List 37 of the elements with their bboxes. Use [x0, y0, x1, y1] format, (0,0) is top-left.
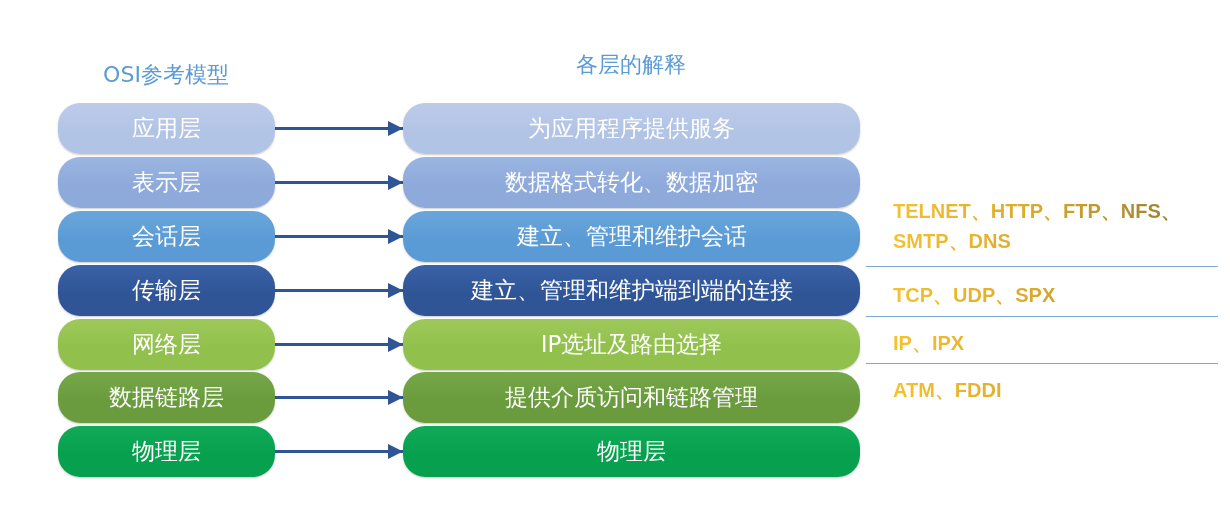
- layer-description: 建立、管理和维护端到端的连接: [470, 276, 793, 305]
- layer-box: [403, 265, 860, 316]
- layer-description: 数据格式转化、数据加密: [505, 168, 758, 197]
- arrow: [275, 337, 403, 352]
- layer-description: 建立、管理和维护会话: [516, 222, 747, 251]
- arrow: [275, 283, 403, 298]
- arrow: [275, 444, 403, 459]
- layer-description: 物理层: [597, 437, 666, 466]
- layer-name: 会话层: [132, 222, 201, 251]
- layer-box: [403, 426, 860, 477]
- layer-box: [403, 103, 860, 154]
- layer-box: [403, 211, 860, 262]
- layer-description: 为应用程序提供服务: [528, 114, 735, 143]
- layer-box: [403, 372, 860, 423]
- layer-name: 网络层: [132, 330, 201, 359]
- column-heading: 各层的解释: [575, 51, 687, 79]
- layer-name: 传输层: [132, 276, 201, 305]
- arrow: [275, 229, 403, 244]
- layer-name: 数据链路层: [109, 383, 224, 412]
- layer-description: 提供介质访问和链路管理: [505, 383, 758, 412]
- layer-name: 表示层: [132, 168, 201, 197]
- layer-box: [403, 319, 860, 370]
- layer-box: [58, 211, 275, 262]
- layer-description: IP选址及路由选择: [540, 330, 723, 359]
- layer-box: [58, 265, 275, 316]
- layer-box: [403, 157, 860, 208]
- layer-box: [58, 319, 275, 370]
- layer-box: [58, 157, 275, 208]
- layer-box: [58, 426, 275, 477]
- arrow: [275, 175, 403, 190]
- layer-name: 应用层: [132, 114, 201, 143]
- layer-name: 物理层: [132, 437, 201, 466]
- layer-box: [58, 372, 275, 423]
- arrow: [275, 390, 403, 405]
- arrow: [275, 121, 403, 136]
- column-heading: OSI参考模型: [102, 61, 230, 89]
- layer-box: [58, 103, 275, 154]
